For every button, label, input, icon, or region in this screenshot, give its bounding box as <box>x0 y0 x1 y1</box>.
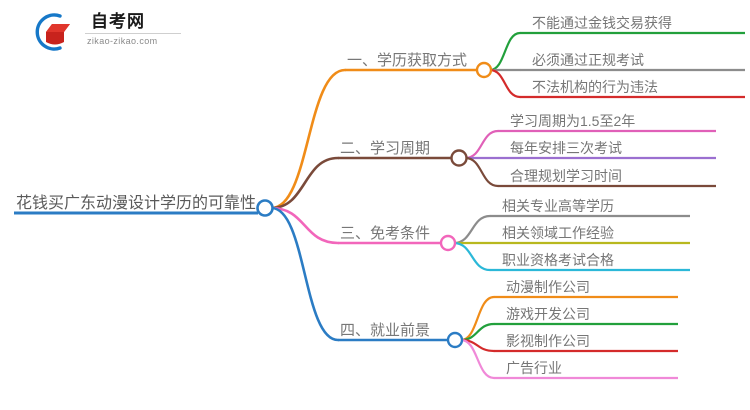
mindmap-leaf-label-4-1[interactable]: 动漫制作公司 <box>506 279 590 295</box>
connector-root-to-branch-1 <box>270 68 347 210</box>
mindmap-branch-label-2[interactable]: 二、学习周期 <box>340 140 431 157</box>
mindmap-leaf-label-2-3[interactable]: 合理规划学习时间 <box>510 168 622 184</box>
mindmap-leaf-label-1-2[interactable]: 必须通过正规考试 <box>532 52 644 68</box>
connector-branch-2-leaf-3 <box>464 156 500 188</box>
mindmap-branch-label-1[interactable]: 一、学历获取方式 <box>347 52 468 69</box>
connector-branch-4-leaf-4 <box>459 338 496 380</box>
mindmap-leaf-label-2-1[interactable]: 学习周期为1.5至2年 <box>510 113 636 129</box>
mindmap-branch-node-3 <box>439 234 457 252</box>
mindmap-branch-node-2 <box>450 149 468 167</box>
mindmap-branch-node-1 <box>475 61 493 79</box>
mindmap-nodes <box>256 61 493 349</box>
connector-root-to-branch-3 <box>270 206 340 245</box>
mindmap-root-label[interactable]: 花钱买广东动漫设计学历的可靠性 <box>16 195 257 212</box>
mindmap-underlines <box>14 31 745 380</box>
connector-root-to-branch-4 <box>270 206 340 342</box>
logo-text: 自考网 zikao-zikao.com <box>85 11 195 53</box>
mindmap-leaf-label-4-4[interactable]: 广告行业 <box>506 360 562 376</box>
mindmap-leaf-label-4-2[interactable]: 游戏开发公司 <box>506 306 590 322</box>
mindmap-branch-label-3[interactable]: 三、免考条件 <box>340 225 431 242</box>
connector-root-to-branch-2 <box>270 156 340 210</box>
connector-branch-3-leaf-3 <box>452 241 492 272</box>
mindmap-leaf-label-2-2[interactable]: 每年安排三次考试 <box>510 140 622 156</box>
connector-branch-3-leaf-1 <box>452 214 492 245</box>
logo-title: 自考网 <box>85 11 181 34</box>
logo-subtitle: zikao-zikao.com <box>87 36 158 46</box>
mindmap-branch-label-4[interactable]: 四、就业前景 <box>340 322 431 339</box>
connector-branch-1-leaf-1 <box>488 31 522 72</box>
mindmap-leaf-label-4-3[interactable]: 影视制作公司 <box>506 333 590 349</box>
mindmap-leaf-label-3-1[interactable]: 相关专业高等学历 <box>502 198 614 214</box>
zikao-logo-mark <box>35 13 70 51</box>
site-logo: 自考网 zikao-zikao.com <box>30 9 195 55</box>
mindmap-leaf-label-3-3[interactable]: 职业资格考试合格 <box>502 252 614 268</box>
connector-branch-2-leaf-1 <box>464 129 500 160</box>
mindmap-connectors <box>270 31 522 380</box>
mindmap-root-node <box>256 199 274 217</box>
mindmap-leaf-label-1-1[interactable]: 不能通过金钱交易获得 <box>532 15 672 31</box>
connector-branch-1-leaf-3 <box>488 68 522 99</box>
mindmap-leaf-label-3-2[interactable]: 相关领域工作经验 <box>502 225 614 241</box>
mindmap-branch-node-4 <box>446 331 464 349</box>
mindmap-leaf-label-1-3[interactable]: 不法机构的行为违法 <box>532 79 658 95</box>
